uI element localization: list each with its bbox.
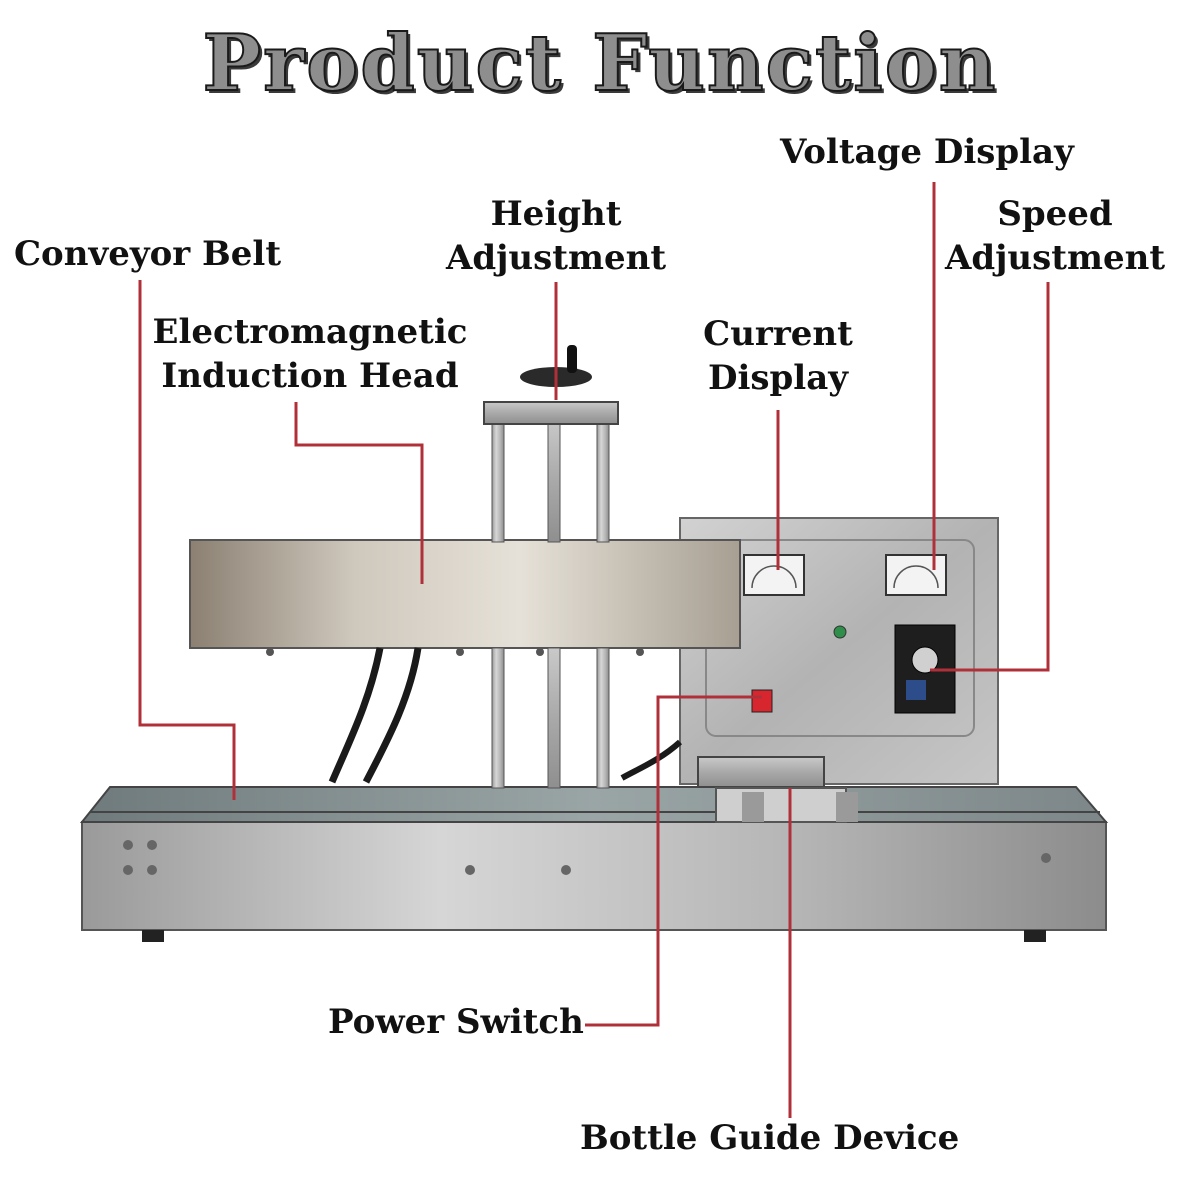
label-induction-line1: Electromagnetic	[152, 312, 468, 352]
induction-head	[189, 539, 741, 649]
label-speed-adjustment: Speed Adjustment	[940, 192, 1170, 280]
conveyor-belt-surface	[79, 786, 1109, 823]
label-speed-line1: Speed	[997, 194, 1113, 234]
voltage-meter	[885, 554, 947, 596]
label-conveyor-belt: Conveyor Belt	[14, 234, 282, 274]
leader-lines	[138, 182, 1050, 1118]
label-bottle-guide: Bottle Guide Device	[580, 1118, 960, 1158]
indicator-light	[833, 625, 847, 639]
leader-speed	[930, 282, 1050, 672]
label-voltage-display: Voltage Display	[780, 132, 1074, 172]
label-induction-line2: Induction Head	[161, 356, 459, 396]
leader-power	[585, 695, 762, 1027]
column-right	[596, 419, 610, 543]
label-current-display: Current Display	[690, 312, 866, 400]
lead-screw	[547, 419, 561, 543]
label-height-line1: Height	[490, 194, 622, 234]
machine-base	[81, 821, 1107, 931]
current-meter	[743, 554, 805, 596]
label-power-switch: Power Switch	[328, 1002, 584, 1042]
label-current-line2: Display	[707, 358, 849, 398]
machine-foot-right	[1024, 930, 1046, 942]
label-current-line1: Current	[703, 314, 853, 354]
label-speed-line2: Adjustment	[944, 238, 1166, 278]
leader-conveyor	[138, 280, 236, 800]
leader-induction	[294, 402, 424, 584]
label-height-adjustment: Height Adjustment	[440, 192, 672, 280]
label-induction-head: Electromagnetic Induction Head	[150, 310, 470, 398]
bottle-guide-bracket	[697, 756, 825, 788]
page-title: Product Function	[201, 17, 998, 110]
top-plate	[483, 401, 619, 425]
label-height-line2: Adjustment	[445, 238, 667, 278]
column-left	[491, 419, 505, 543]
power-switch-button	[751, 689, 773, 713]
machine-foot-left	[142, 930, 164, 942]
